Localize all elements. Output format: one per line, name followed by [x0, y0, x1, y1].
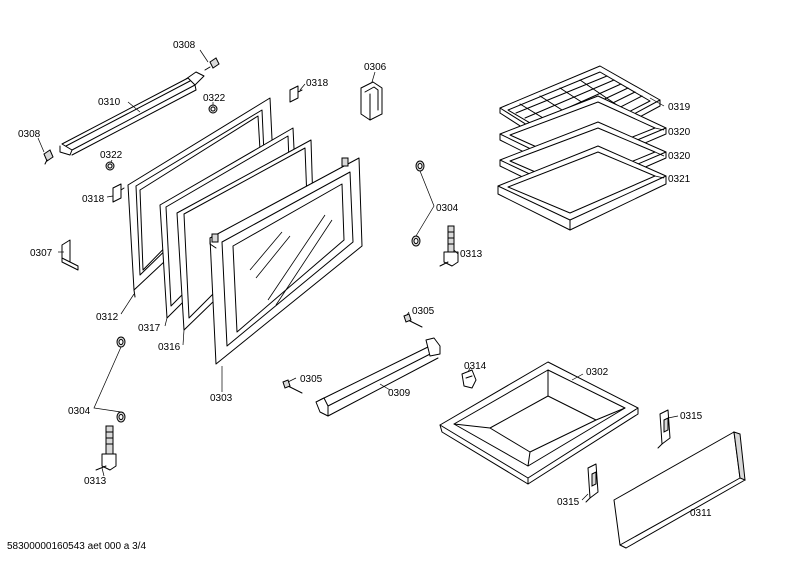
- label-0316: 0316: [158, 342, 181, 353]
- label-0312: 0312: [96, 312, 119, 323]
- label-0314: 0314: [464, 361, 487, 372]
- label-0320-upper: 0320: [668, 127, 691, 138]
- bush-0322-top: [208, 104, 218, 114]
- label-0315-right: 0315: [680, 411, 703, 422]
- bracket-0314: [461, 369, 477, 389]
- bracket-0318-left: [112, 183, 125, 203]
- label-0318-left: 0318: [82, 194, 105, 205]
- leader-lines: [37, 49, 679, 501]
- drawing-code: 58300000160543 aet 000 a 3/4: [7, 541, 147, 552]
- side-bracket-0307: [61, 239, 79, 271]
- screw-0305-upper: [403, 313, 423, 328]
- hinge-0313-right: [439, 225, 459, 267]
- label-0315-left: 0315: [557, 497, 580, 508]
- slide-0315-left: [585, 463, 599, 503]
- hinge-0313-left: [95, 425, 117, 471]
- part-labels: 0308 0310 0322 0318 0306 0308 0322 0318 …: [18, 40, 712, 519]
- label-0308-left: 0308: [18, 129, 41, 140]
- label-0318-top: 0318: [306, 78, 329, 89]
- label-0322-left: 0322: [100, 150, 123, 161]
- label-0304-right: 0304: [436, 203, 459, 214]
- label-0305-lower: 0305: [300, 374, 323, 385]
- label-0304-left: 0304: [68, 406, 91, 417]
- label-0322-top: 0322: [203, 93, 226, 104]
- label-0311: 0311: [690, 508, 712, 519]
- label-0310: 0310: [98, 97, 121, 108]
- drawer-front-0311: [613, 431, 746, 549]
- door-handle-0309: [315, 337, 441, 417]
- bush-0304-lower-right: [411, 235, 421, 247]
- label-0321: 0321: [668, 174, 691, 185]
- bush-0304-lower-left: [116, 411, 126, 423]
- label-0313-left: 0313: [84, 476, 107, 487]
- label-0313-right: 0313: [460, 249, 483, 260]
- label-0309: 0309: [388, 388, 411, 399]
- label-0305-upper: 0305: [412, 306, 435, 317]
- label-0306: 0306: [364, 62, 387, 73]
- drawer-tray-0302: [439, 361, 639, 485]
- outer-door-0303: [209, 157, 363, 365]
- label-0319: 0319: [668, 102, 691, 113]
- bush-0304-upper-left: [116, 336, 126, 348]
- door-top-trim-0310: [59, 71, 205, 156]
- label-0307: 0307: [30, 248, 53, 259]
- screw-0308-top: [204, 57, 220, 71]
- hinge-cover-0306: [360, 81, 383, 121]
- label-0308-top: 0308: [173, 40, 196, 51]
- slide-0315-right: [657, 409, 671, 449]
- screw-0308-left: [43, 149, 54, 165]
- label-0320-lower: 0320: [668, 151, 691, 162]
- bush-0304-upper-right: [415, 160, 425, 172]
- label-0302: 0302: [586, 367, 609, 378]
- label-0303: 0303: [210, 393, 233, 404]
- label-0317: 0317: [138, 323, 161, 334]
- bush-0322-left: [105, 161, 115, 171]
- bracket-0318-top: [289, 85, 303, 103]
